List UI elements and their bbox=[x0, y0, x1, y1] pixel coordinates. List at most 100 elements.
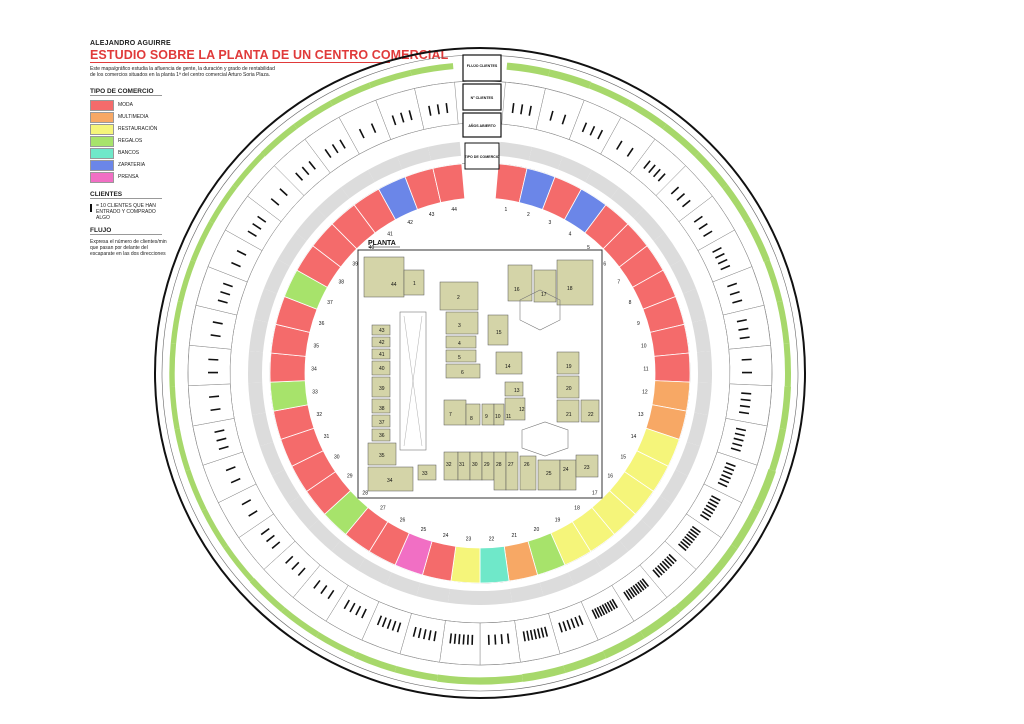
store-number: 1 bbox=[505, 207, 508, 213]
room-number: 15 bbox=[496, 330, 502, 336]
store-number: 13 bbox=[638, 412, 644, 418]
client-tick bbox=[216, 437, 227, 442]
swatch-restauracion bbox=[90, 123, 114, 135]
client-tick bbox=[693, 215, 703, 223]
flow-band bbox=[722, 184, 752, 224]
room-number: 42 bbox=[379, 340, 385, 346]
clientes-header-box bbox=[462, 83, 502, 111]
client-tick bbox=[733, 437, 744, 442]
client-tick bbox=[711, 495, 721, 502]
flow-band bbox=[190, 220, 214, 262]
client-ticks bbox=[207, 102, 753, 645]
client-tick bbox=[616, 140, 623, 150]
years-band bbox=[653, 232, 683, 267]
client-tick bbox=[604, 602, 611, 613]
client-tick bbox=[574, 616, 580, 627]
client-tick bbox=[260, 527, 270, 536]
store-segments bbox=[269, 163, 691, 584]
client-tick bbox=[652, 569, 661, 578]
store-number: 3 bbox=[548, 220, 551, 226]
legend-label: MULTIMEDIA bbox=[118, 114, 149, 120]
swatch-zapateria bbox=[90, 159, 114, 171]
years-band bbox=[675, 441, 701, 477]
swatch-regalos bbox=[90, 135, 114, 147]
planta-label: PLANTA bbox=[368, 240, 396, 247]
client-tick bbox=[266, 534, 275, 543]
store-number: 26 bbox=[400, 518, 406, 524]
years-band bbox=[251, 412, 274, 447]
years-band bbox=[277, 232, 307, 267]
years-band bbox=[568, 558, 603, 586]
years-band bbox=[263, 259, 290, 294]
client-tick bbox=[248, 510, 258, 517]
client-tick bbox=[652, 168, 661, 178]
client-tick bbox=[396, 622, 402, 633]
room-number: 29 bbox=[484, 462, 490, 468]
client-tick bbox=[678, 543, 687, 552]
client-tick bbox=[494, 634, 497, 645]
flow-band bbox=[174, 428, 191, 472]
client-tick bbox=[639, 579, 647, 589]
years-band bbox=[498, 141, 533, 161]
years-band bbox=[670, 259, 697, 294]
room-number: 5 bbox=[458, 355, 461, 361]
flow-band bbox=[249, 578, 285, 613]
store-number: 16 bbox=[607, 474, 613, 480]
client-tick bbox=[308, 160, 316, 170]
room-number: 44 bbox=[391, 282, 397, 288]
room-number: 43 bbox=[379, 328, 385, 334]
room-number: 24 bbox=[563, 467, 569, 473]
legend-label: PRENSA bbox=[118, 174, 139, 180]
room-number: 38 bbox=[379, 406, 385, 412]
legend-item-multimedia: MULTIMEDIA bbox=[90, 111, 290, 123]
client-tick bbox=[597, 129, 604, 140]
page-title: ESTUDIO SOBRE LA PLANTA DE UN CENTRO COM… bbox=[90, 48, 449, 63]
client-tick bbox=[271, 541, 281, 550]
room-number: 39 bbox=[379, 386, 385, 392]
client-tick bbox=[734, 432, 745, 437]
client-tick bbox=[445, 102, 449, 114]
flow-band bbox=[410, 63, 454, 76]
client-tick bbox=[632, 585, 640, 595]
client-tick bbox=[698, 223, 708, 230]
client-tick bbox=[727, 282, 738, 288]
client-tick bbox=[381, 617, 387, 628]
client-tick bbox=[676, 193, 686, 201]
legend-item-zapateria: ZAPATERIA bbox=[90, 159, 290, 171]
outer-circle bbox=[154, 47, 806, 699]
client-tick bbox=[591, 609, 598, 620]
client-tick bbox=[599, 605, 606, 616]
client-tick bbox=[257, 215, 267, 223]
store-segment-11 bbox=[653, 352, 691, 383]
room-number: 20 bbox=[566, 386, 572, 392]
store-number: 12 bbox=[642, 390, 648, 396]
client-tick bbox=[520, 104, 524, 115]
client-tick bbox=[376, 615, 383, 626]
clients-cell bbox=[187, 344, 232, 386]
store-number: 4 bbox=[569, 231, 572, 237]
client-tick bbox=[670, 186, 680, 195]
store-number: 14 bbox=[631, 434, 637, 440]
flow-band bbox=[602, 631, 645, 659]
room-number: 2 bbox=[457, 295, 460, 301]
flow-band bbox=[776, 300, 790, 345]
years-band bbox=[480, 588, 513, 605]
years-band bbox=[259, 441, 285, 477]
client-tick bbox=[270, 198, 280, 206]
client-tick bbox=[436, 104, 440, 115]
years-band bbox=[397, 146, 432, 170]
flow-band bbox=[548, 69, 592, 89]
store-number: 18 bbox=[574, 505, 580, 511]
client-tick bbox=[279, 188, 288, 197]
clientes-header-label: Nº CLIENTES bbox=[471, 96, 494, 100]
years-band bbox=[254, 288, 277, 323]
client-tick bbox=[609, 600, 616, 610]
client-tick bbox=[295, 172, 304, 181]
client-tick bbox=[528, 105, 532, 116]
client-tick bbox=[331, 144, 339, 154]
client-tick bbox=[606, 601, 613, 612]
client-tick bbox=[386, 619, 392, 630]
store-number: 35 bbox=[313, 344, 319, 350]
floor-plan: PLANTA bbox=[357, 240, 603, 499]
client-tick bbox=[313, 579, 321, 589]
